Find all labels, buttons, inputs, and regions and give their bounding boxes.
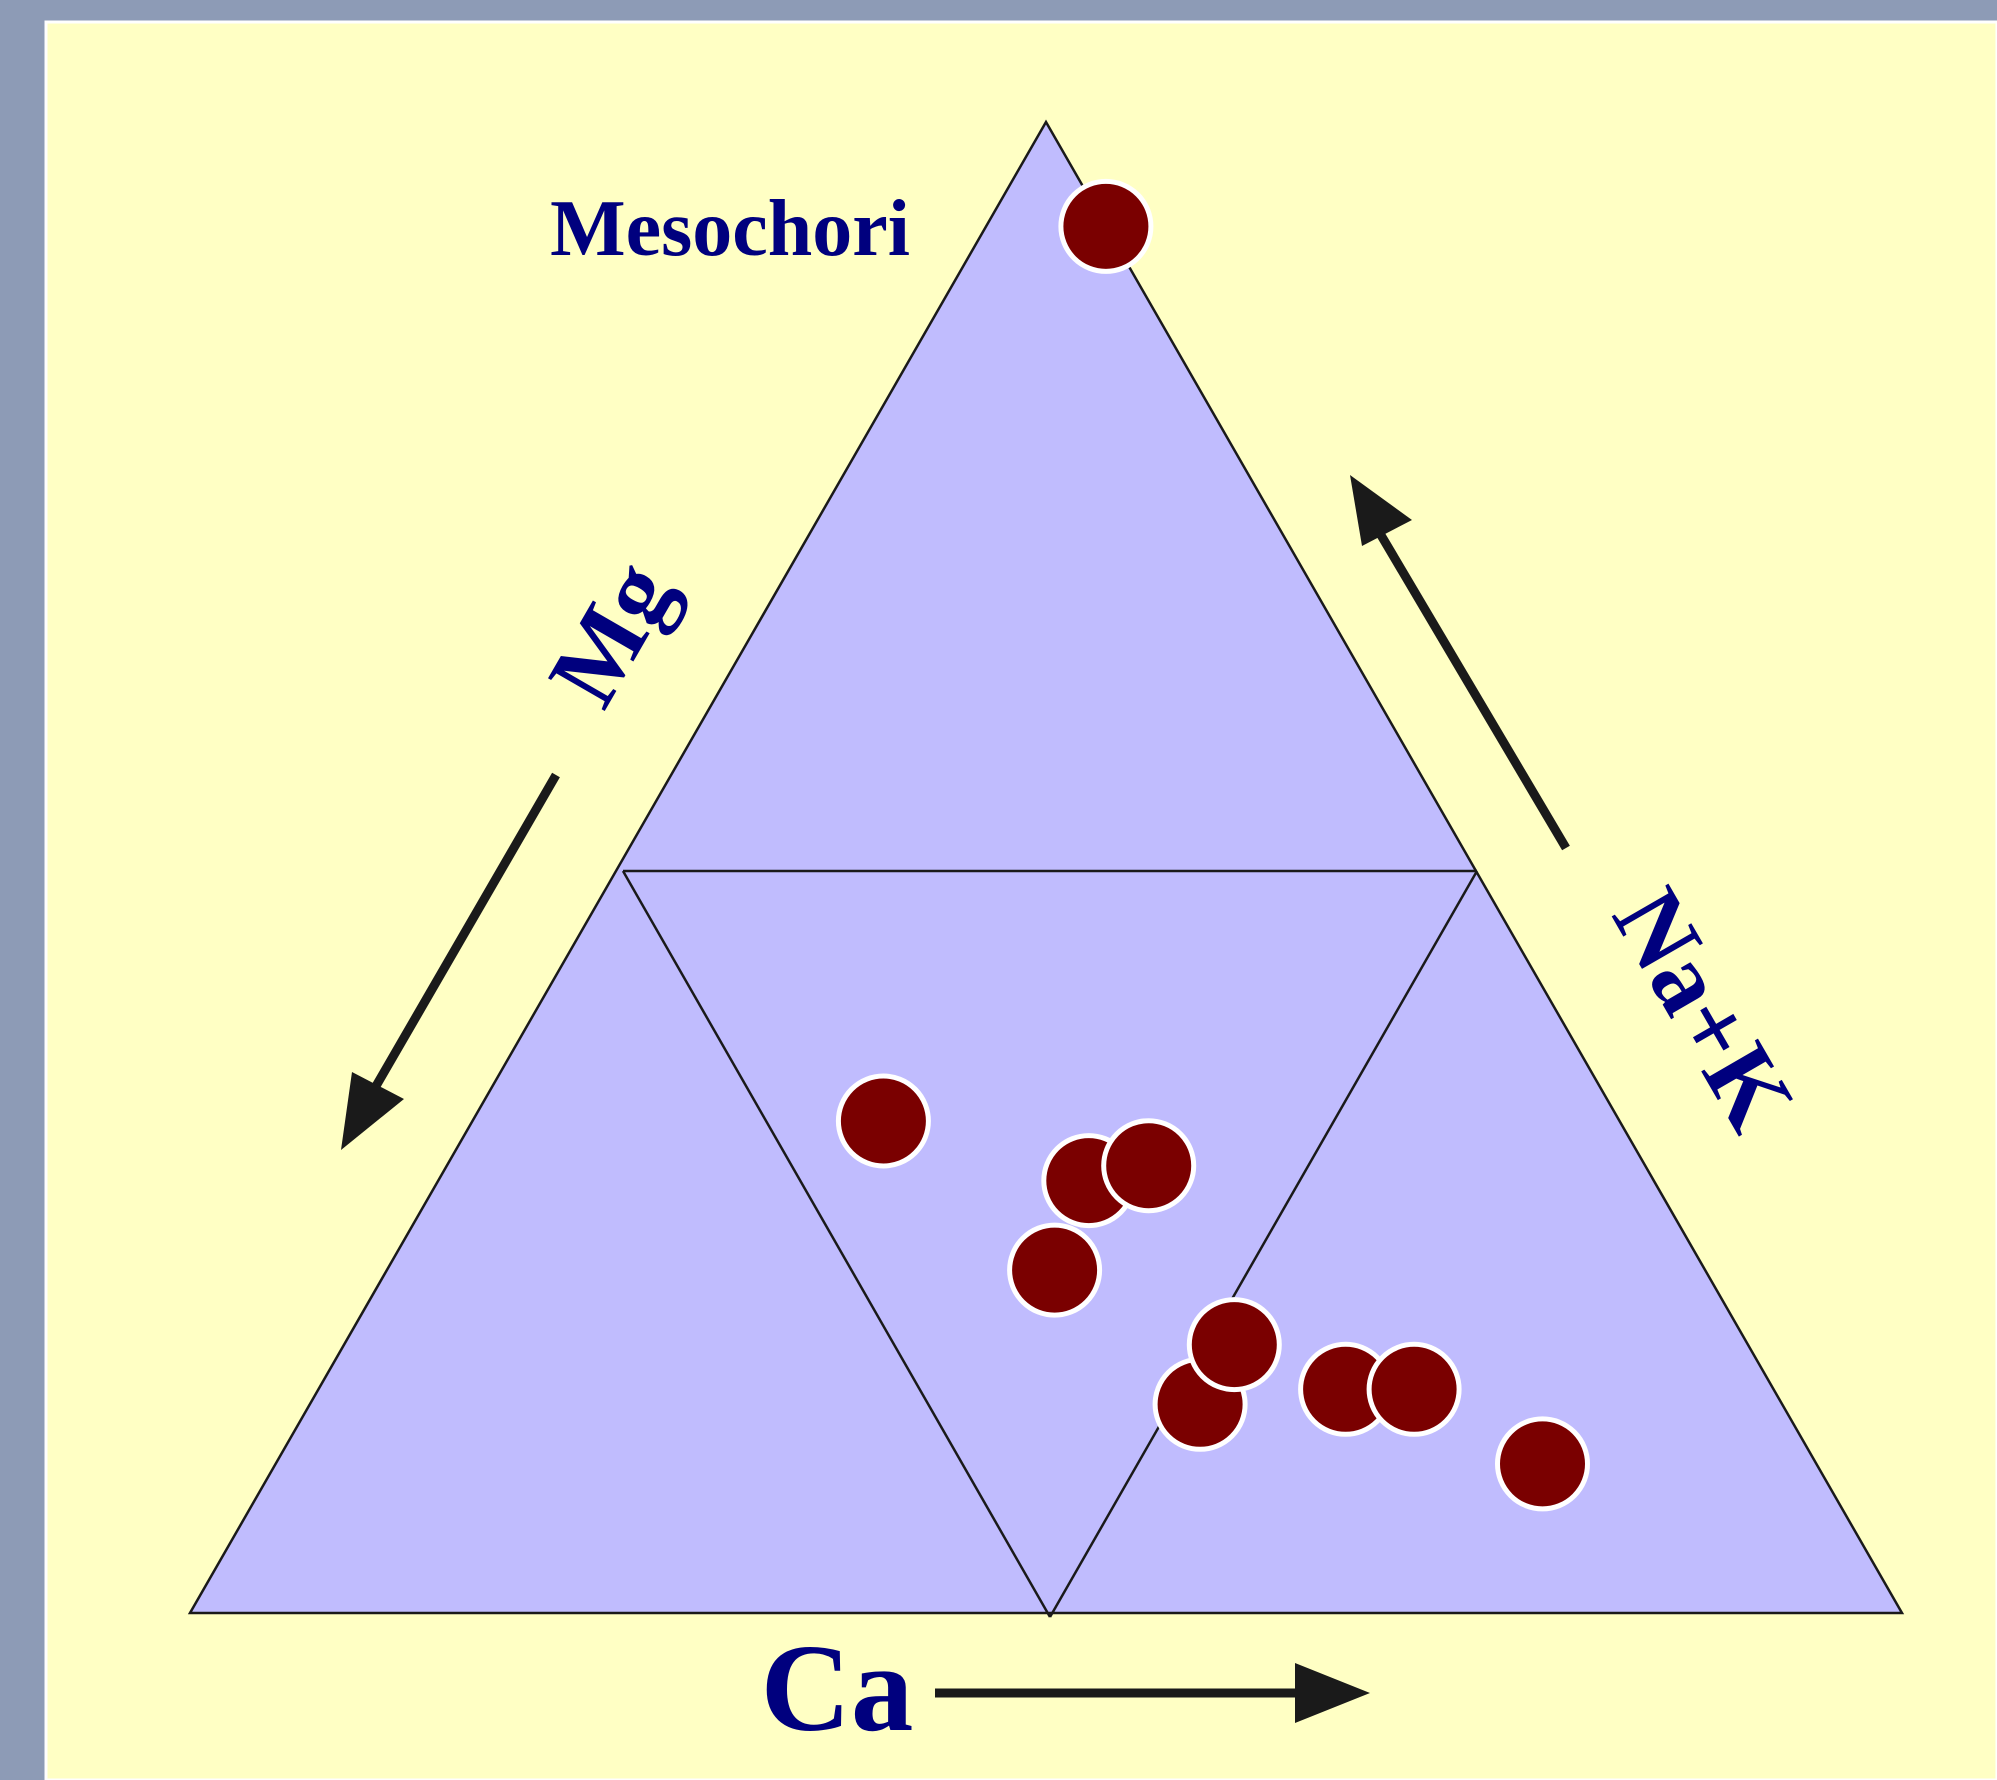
data-point-10 (1495, 1416, 1590, 1512)
ternary-triangle (187, 119, 1905, 1618)
midline-left (621, 870, 1052, 1618)
ca-axis-label: Ca (761, 1620, 914, 1758)
data-point-7 (1186, 1297, 1282, 1393)
mg-arrow (341, 772, 560, 1150)
ca-arrow (935, 1663, 1370, 1723)
data-points (835, 178, 1590, 1512)
outer-triangle (187, 119, 1905, 1615)
na-k-arrow (1350, 475, 1570, 851)
data-point-2 (835, 1073, 931, 1169)
midline-right (1048, 870, 1479, 1618)
mesochori-label: Mesochori (550, 185, 910, 273)
data-point-4 (1007, 1222, 1103, 1318)
data-point-9 (1366, 1341, 1462, 1437)
data-point-mesochori (1058, 178, 1154, 274)
data-point-6 (1101, 1118, 1197, 1214)
